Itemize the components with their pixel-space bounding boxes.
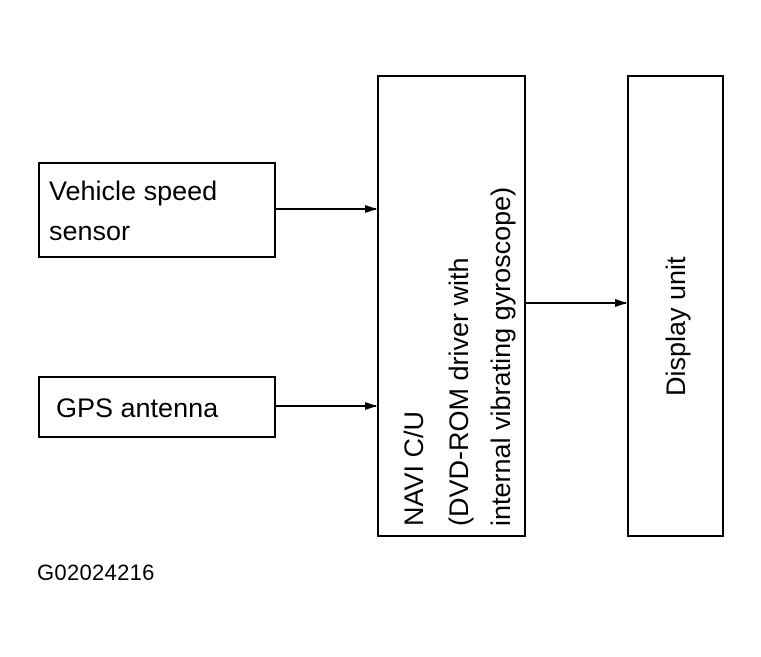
navi-cu-label-line3: internal vibrating gyroscope) [486, 187, 516, 526]
vehicle-speed-sensor-block: Vehicle speed sensor [38, 162, 276, 258]
figure-id: G02024216 [37, 560, 155, 585]
vehicle-speed-sensor-label-line2: sensor [49, 216, 130, 246]
display-unit-box [627, 75, 724, 537]
display-unit-label: Display unit [661, 256, 691, 396]
navi-cu-block: NAVI C/U (DVD-ROM driver with internal v… [377, 75, 526, 537]
gps-antenna-block: GPS antenna [38, 376, 276, 438]
vehicle-speed-sensor-label-line1: Vehicle speed [49, 176, 217, 206]
navi-cu-label-line2: (DVD-ROM driver with [444, 257, 474, 526]
navi-cu-label-line1: NAVI C/U [399, 411, 429, 526]
gps-antenna-box [38, 376, 276, 438]
navi-cu-box [377, 75, 526, 537]
vehicle-speed-sensor-box [38, 162, 276, 258]
display-unit-block: Display unit [627, 75, 724, 537]
gps-antenna-label: GPS antenna [56, 393, 219, 423]
